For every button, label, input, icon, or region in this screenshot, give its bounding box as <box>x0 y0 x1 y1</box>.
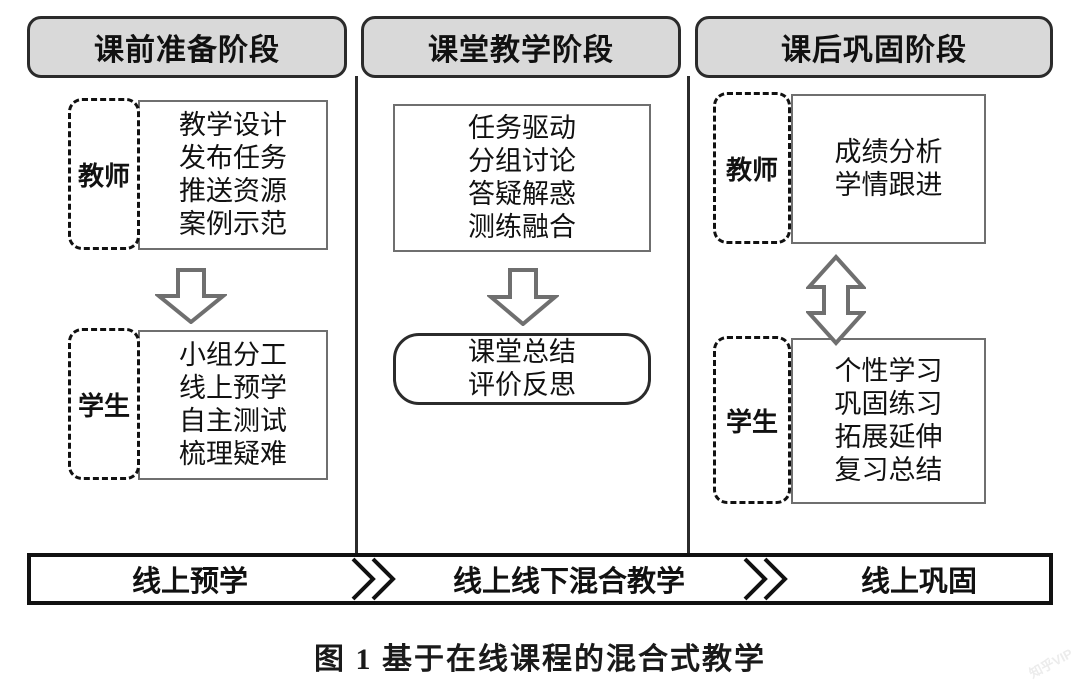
activity-line: 学情跟进 <box>834 170 943 200</box>
role-label-teacher-post-class: 教师 <box>713 92 791 244</box>
phase-header-post-class: 课后巩固阶段 <box>695 16 1053 78</box>
activity-line: 自主测试 <box>179 406 287 436</box>
role-label-teacher-pre-class: 教师 <box>68 98 140 250</box>
down-arrow-icon-pre-class <box>155 268 227 324</box>
activity-box-in-class-main: 任务驱动 分组讨论 答疑解惑 测练融合 <box>393 104 651 252</box>
activity-line: 推送资源 <box>179 176 287 206</box>
chevron-right-icon <box>741 557 789 601</box>
activity-line: 教学设计 <box>179 110 287 141</box>
activity-line: 小组分工 <box>179 340 287 371</box>
activity-line: 成绩分析 <box>834 137 943 168</box>
flow-segment-online-consolidation: 线上巩固 <box>860 566 977 598</box>
activity-line: 巩固练习 <box>834 389 943 420</box>
activity-line: 任务驱动 <box>468 113 576 144</box>
flow-bar: 线上预学 线上线下混合教学 线上巩固 <box>27 553 1053 605</box>
column-divider-1 <box>355 76 358 555</box>
column-divider-2 <box>687 76 690 555</box>
activity-line: 答疑解惑 <box>468 179 576 209</box>
double-arrow-icon-post-class <box>806 254 866 346</box>
activity-line: 发布任务 <box>179 143 287 174</box>
activity-line: 拓展延伸 <box>834 422 943 452</box>
activity-box-in-class-summary: 课堂总结 评价反思 <box>393 333 651 405</box>
activity-box-teacher-pre-class: 教学设计 发布任务 推送资源 案例示范 <box>138 100 328 250</box>
role-label-student-post-class: 学生 <box>713 336 791 504</box>
flow-segment-online-preview: 线上预学 <box>131 566 248 598</box>
activity-box-student-post-class: 个性学习 巩固练习 拓展延伸 复习总结 <box>791 338 986 504</box>
activity-line: 线上预学 <box>179 373 287 404</box>
phase-header-in-class: 课堂教学阶段 <box>361 16 681 78</box>
flow-segment-blended-teaching: 线上线下混合教学 <box>452 566 685 598</box>
activity-line: 复习总结 <box>834 454 943 485</box>
activity-line: 评价反思 <box>468 370 576 400</box>
activity-line: 梳理疑难 <box>179 438 287 469</box>
role-label-student-pre-class: 学生 <box>68 328 140 480</box>
activity-line: 课堂总结 <box>468 337 576 368</box>
activity-line: 测练融合 <box>468 211 576 242</box>
activity-line: 分组讨论 <box>468 146 576 177</box>
activity-line: 案例示范 <box>179 208 287 239</box>
phase-header-pre-class: 课前准备阶段 <box>27 16 347 78</box>
chevron-right-icon <box>349 557 397 601</box>
activity-line: 个性学习 <box>834 356 943 387</box>
figure-caption: 图 1 基于在线课程的混合式教学 <box>314 643 766 676</box>
down-arrow-icon-in-class <box>487 268 559 326</box>
activity-box-teacher-post-class: 成绩分析 学情跟进 <box>791 94 986 244</box>
activity-box-student-pre-class: 小组分工 线上预学 自主测试 梳理疑难 <box>138 330 328 480</box>
